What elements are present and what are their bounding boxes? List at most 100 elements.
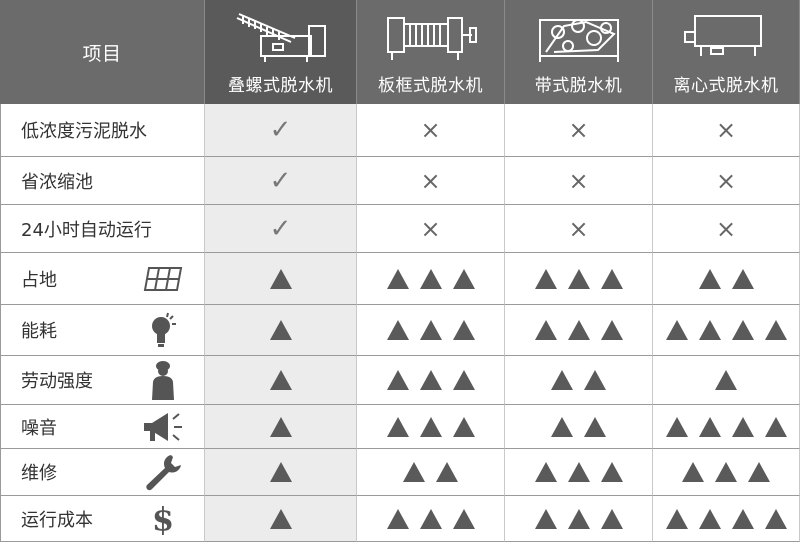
row-header: 维修: [0, 449, 205, 496]
triangle-icon: [731, 416, 754, 437]
value-cell: [205, 449, 357, 496]
triangle-icon: [567, 462, 590, 482]
value-cell: [505, 253, 653, 305]
row-label: 维修: [21, 463, 57, 484]
triangle-icon: [600, 268, 623, 289]
row-header: 能耗: [0, 305, 205, 356]
triangle-icon: [269, 508, 292, 529]
rating-triangles: [386, 320, 475, 340]
rating-triangles: [386, 508, 475, 529]
triangle-icon: [764, 508, 787, 529]
rating-triangles: [534, 320, 623, 340]
header-screw-press: 叠螺式脱水机: [205, 0, 357, 104]
triangle-icon: [698, 320, 721, 340]
row-header: 省浓缩池: [0, 157, 205, 205]
triangle-icon: [682, 462, 704, 482]
cross-icon: ×: [420, 214, 441, 243]
cross-icon: ×: [715, 166, 737, 195]
header-plate-frame: 板框式脱水机: [357, 0, 505, 104]
row-label: 噪音: [21, 417, 57, 439]
triangle-icon: [403, 462, 425, 482]
dollar-icon: $: [140, 500, 186, 538]
triangle-icon: [764, 320, 787, 340]
value-cell: [205, 405, 357, 449]
triangle-icon: [698, 416, 721, 437]
triangle-icon: [452, 268, 475, 289]
floor-area-icon: [140, 262, 186, 296]
row-label: 运行成本: [21, 509, 93, 531]
triangle-icon: [534, 462, 557, 482]
header-belt-press: 带式脱水机: [505, 0, 653, 104]
triangle-icon: [551, 370, 573, 390]
value-cell: [205, 356, 357, 405]
rating-triangles: [403, 462, 458, 482]
centrifuge-icon: [684, 15, 762, 56]
wrench-icon: [140, 455, 186, 491]
belt-press-icon: [538, 19, 619, 62]
rating-triangles: [534, 508, 623, 529]
check-icon: ✓: [269, 115, 292, 145]
value-cell: ×: [653, 205, 800, 253]
check-icon: ✓: [269, 165, 292, 196]
value-cell: ✓: [205, 104, 357, 157]
rating-triangles: [269, 320, 292, 340]
rating-triangles: [534, 462, 623, 482]
header-machine-label: 离心式脱水机: [673, 76, 779, 96]
rating-triangles: [715, 370, 737, 390]
triangle-icon: [600, 508, 623, 529]
value-cell: [205, 253, 357, 305]
value-cell: [505, 405, 653, 449]
triangle-icon: [715, 370, 737, 390]
triangle-icon: [665, 416, 688, 437]
worker-icon: [140, 361, 186, 400]
triangle-icon: [567, 320, 590, 340]
header-item-label: 项目: [82, 42, 122, 65]
cross-icon: ×: [568, 116, 589, 144]
triangle-icon: [534, 320, 557, 340]
triangle-icon: [698, 268, 721, 289]
value-cell: ×: [653, 104, 800, 157]
triangle-icon: [600, 320, 623, 340]
cross-icon: ×: [420, 116, 441, 144]
rating-triangles: [269, 268, 292, 289]
value-cell: ×: [357, 104, 505, 157]
value-cell: [505, 305, 653, 356]
row-header: 运行成本 $: [0, 496, 205, 542]
rating-triangles: [551, 416, 606, 437]
value-cell: [505, 449, 653, 496]
rating-triangles: [665, 416, 787, 437]
rating-triangles: [534, 268, 623, 289]
value-cell: ✓: [205, 205, 357, 253]
value-cell: ×: [505, 157, 653, 205]
triangle-icon: [731, 508, 754, 529]
triangle-icon: [419, 416, 442, 437]
triangle-icon: [452, 320, 475, 340]
triangle-icon: [567, 508, 590, 529]
triangle-icon: [534, 268, 557, 289]
row-label: 能耗: [21, 321, 57, 342]
triangle-icon: [764, 416, 787, 437]
triangle-icon: [419, 268, 442, 289]
value-cell: [357, 305, 505, 356]
rating-triangles: [269, 416, 292, 437]
rating-triangles: [682, 462, 770, 482]
megaphone-icon: [140, 410, 186, 444]
triangle-icon: [534, 508, 557, 529]
triangle-icon: [269, 370, 292, 390]
value-cell: [357, 496, 505, 542]
row-label: 24小时自动运行: [21, 219, 152, 241]
triangle-icon: [665, 320, 688, 340]
header-machine-label: 叠螺式脱水机: [228, 76, 333, 96]
cross-icon: ×: [568, 214, 589, 243]
triangle-icon: [698, 508, 721, 529]
value-cell: ×: [357, 157, 505, 205]
screw-press-icon: [236, 13, 326, 62]
triangle-icon: [452, 370, 475, 390]
triangle-icon: [419, 508, 442, 529]
cross-icon: ×: [568, 166, 589, 195]
triangle-icon: [452, 508, 475, 529]
row-header: 24小时自动运行: [0, 205, 205, 253]
triangle-icon: [584, 370, 606, 390]
triangle-icon: [419, 370, 442, 390]
triangle-icon: [567, 268, 590, 289]
